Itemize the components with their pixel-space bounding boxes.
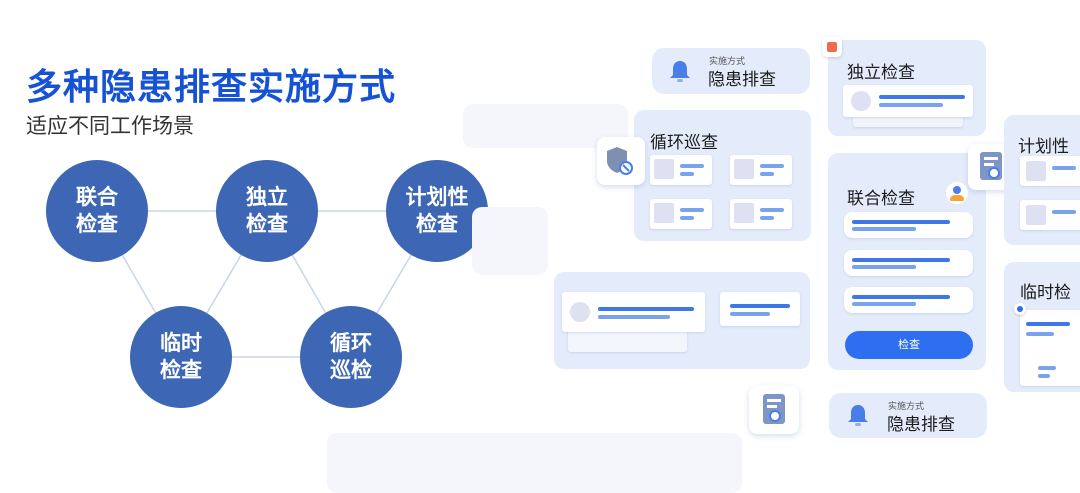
text-bar [760,208,784,212]
text-bar [852,302,916,306]
badge-big-label: 隐患排查 [887,415,955,435]
badge-big-label: 隐患排查 [708,70,776,90]
text-bar [852,258,950,262]
text-bar [680,216,694,220]
pin-icon [1014,303,1026,315]
thumbnail [734,159,754,179]
avatar [851,91,871,111]
method-label-line: 检查 [76,212,118,236]
text-bar [879,95,965,99]
thumbnail [734,203,754,223]
text-bar [730,312,770,316]
text-bar [1026,322,1070,326]
record-item [562,292,705,332]
text-bar [598,307,694,311]
independent-card-title: 独立检查 [847,63,915,83]
text-bar [852,295,950,299]
planned-card-title: 计划性 [1018,137,1069,157]
bell-icon [848,405,868,426]
text-bar [760,164,784,168]
bell-icon [670,61,690,82]
text-bar [852,265,916,269]
inspect-button[interactable]: 检查 [845,331,973,359]
text-bar [760,216,774,220]
background-panel [327,433,742,493]
temporary-card-title: 临时检 [1020,283,1071,303]
shield-icon [607,147,633,175]
method-label-line: 巡检 [330,358,372,382]
temporary-item [1020,310,1080,386]
document-search-icon [980,152,1002,180]
method-label-line: 检查 [416,212,458,236]
text-bar [852,220,950,224]
text-bar [730,304,790,308]
text-bar [1026,332,1054,336]
method-label-line: 计划性 [405,185,469,209]
text-bar [852,227,916,231]
patrol-grid-item [730,199,792,229]
independent-item [843,85,973,117]
text-bar [760,172,774,176]
joint-list-item [844,287,973,313]
report-icon [763,394,785,424]
text-bar [598,315,670,319]
thumbnail [654,159,674,179]
shield-icon-box [597,137,645,185]
avatar [570,302,590,322]
method-label-line: 检查 [160,358,202,382]
method-label-line: 独立 [246,185,288,209]
calendar-icon [822,37,842,57]
method-independent-inspection: 独立 检查 [216,160,318,262]
text-bar [1052,166,1076,170]
text-bar [1038,374,1050,378]
text-bar [879,103,943,107]
method-label-line: 检查 [246,212,288,236]
method-temporary-inspection: 临时 检查 [130,306,232,408]
joint-list-item [844,250,973,276]
method-planned-inspection: 计划性 检查 [386,160,488,262]
record-item [720,292,800,326]
page-title: 多种隐患排查实施方式 [26,67,397,108]
method-joint-inspection: 联合 检查 [46,160,148,262]
user-icon [946,182,968,204]
text-bar [680,164,704,168]
text-bar [680,208,704,212]
badge-small-label: 实施方式 [888,402,925,412]
method-label-line: 临时 [160,331,202,355]
text-bar [1052,210,1076,214]
method-label-line: 联合 [76,185,118,209]
badge-small-label: 实施方式 [709,57,746,67]
background-panel [472,207,548,275]
patrol-grid-item [650,199,712,229]
thumbnail [1026,161,1046,181]
method-label-line: 循环 [330,331,372,355]
text-bar [1038,366,1056,370]
patrol-card-title: 循环巡查 [650,133,718,153]
page-subtitle: 适应不同工作场景 [26,114,194,138]
thumbnail [1026,205,1046,225]
report-icon-box [749,386,799,434]
method-patrol-inspection: 循环 巡检 [300,306,402,408]
joint-list-item [844,212,973,238]
planned-grid-item [1020,200,1080,230]
text-bar [680,172,694,176]
thumbnail [654,203,674,223]
planned-grid-item [1020,156,1080,186]
patrol-grid-item [650,155,712,185]
joint-card-title: 联合检查 [847,189,915,209]
patrol-grid-item [730,155,792,185]
